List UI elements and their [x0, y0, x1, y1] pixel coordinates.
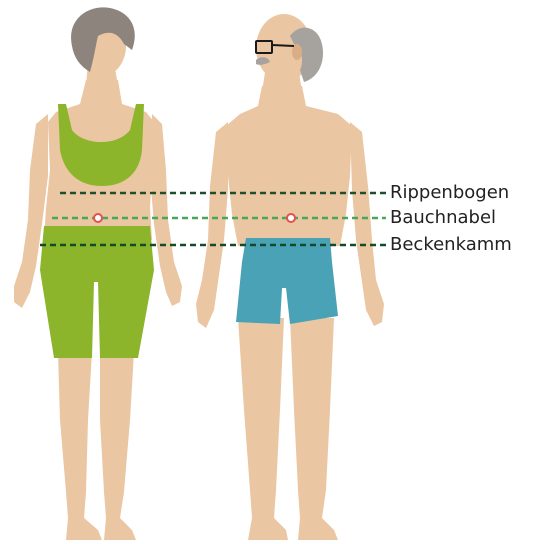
man-figure [196, 14, 384, 540]
man-right-leg [290, 318, 338, 540]
woman-left-leg [58, 352, 102, 540]
woman-right-leg [100, 352, 136, 540]
man-navel-marker [287, 214, 295, 222]
glasses-temple [272, 45, 294, 46]
pelvis-label: Beckenkamm [390, 235, 512, 255]
woman-navel-marker [94, 214, 102, 222]
woman-right-arm [150, 114, 182, 306]
man-shorts [236, 238, 338, 324]
rib-label: Rippenbogen [390, 183, 509, 203]
woman-shorts [40, 226, 154, 358]
man-left-arm [196, 122, 228, 328]
man-right-arm [350, 122, 384, 326]
man-left-leg [238, 318, 288, 540]
woman-figure [14, 7, 182, 540]
navel-label: Bauchnabel [390, 208, 496, 228]
